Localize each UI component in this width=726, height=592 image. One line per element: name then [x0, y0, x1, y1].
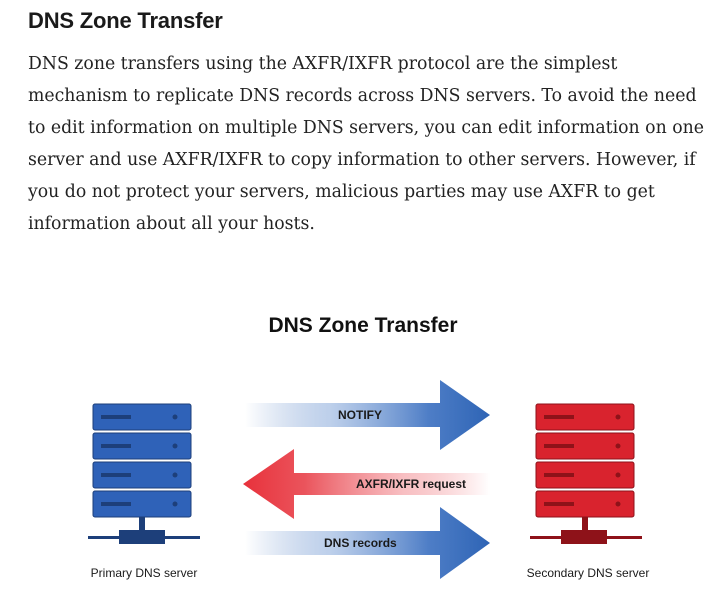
dns-zone-transfer-diagram: DNS Zone Transfer NOTIFY AXFR/IXFR reque… — [0, 300, 726, 592]
secondary-server-label: Secondary DNS server — [526, 566, 650, 580]
notify-arrow-right-icon — [245, 380, 490, 450]
article-heading: DNS Zone Transfer — [28, 8, 223, 33]
records-label: DNS records — [324, 536, 397, 550]
diagram-graphics — [88, 380, 642, 579]
request-label: AXFR/IXFR request — [356, 477, 467, 491]
article-paragraph: DNS zone transfers using the AXFR/IXFR p… — [28, 54, 704, 234]
secondary-server-icon — [530, 403, 642, 544]
primary-server-label: Primary DNS server — [90, 566, 198, 580]
primary-server-icon — [88, 403, 200, 544]
request-arrow-left-icon — [243, 449, 490, 519]
diagram-title: DNS Zone Transfer — [268, 314, 458, 337]
notify-label: NOTIFY — [338, 408, 382, 422]
records-arrow-right-icon — [245, 507, 490, 579]
